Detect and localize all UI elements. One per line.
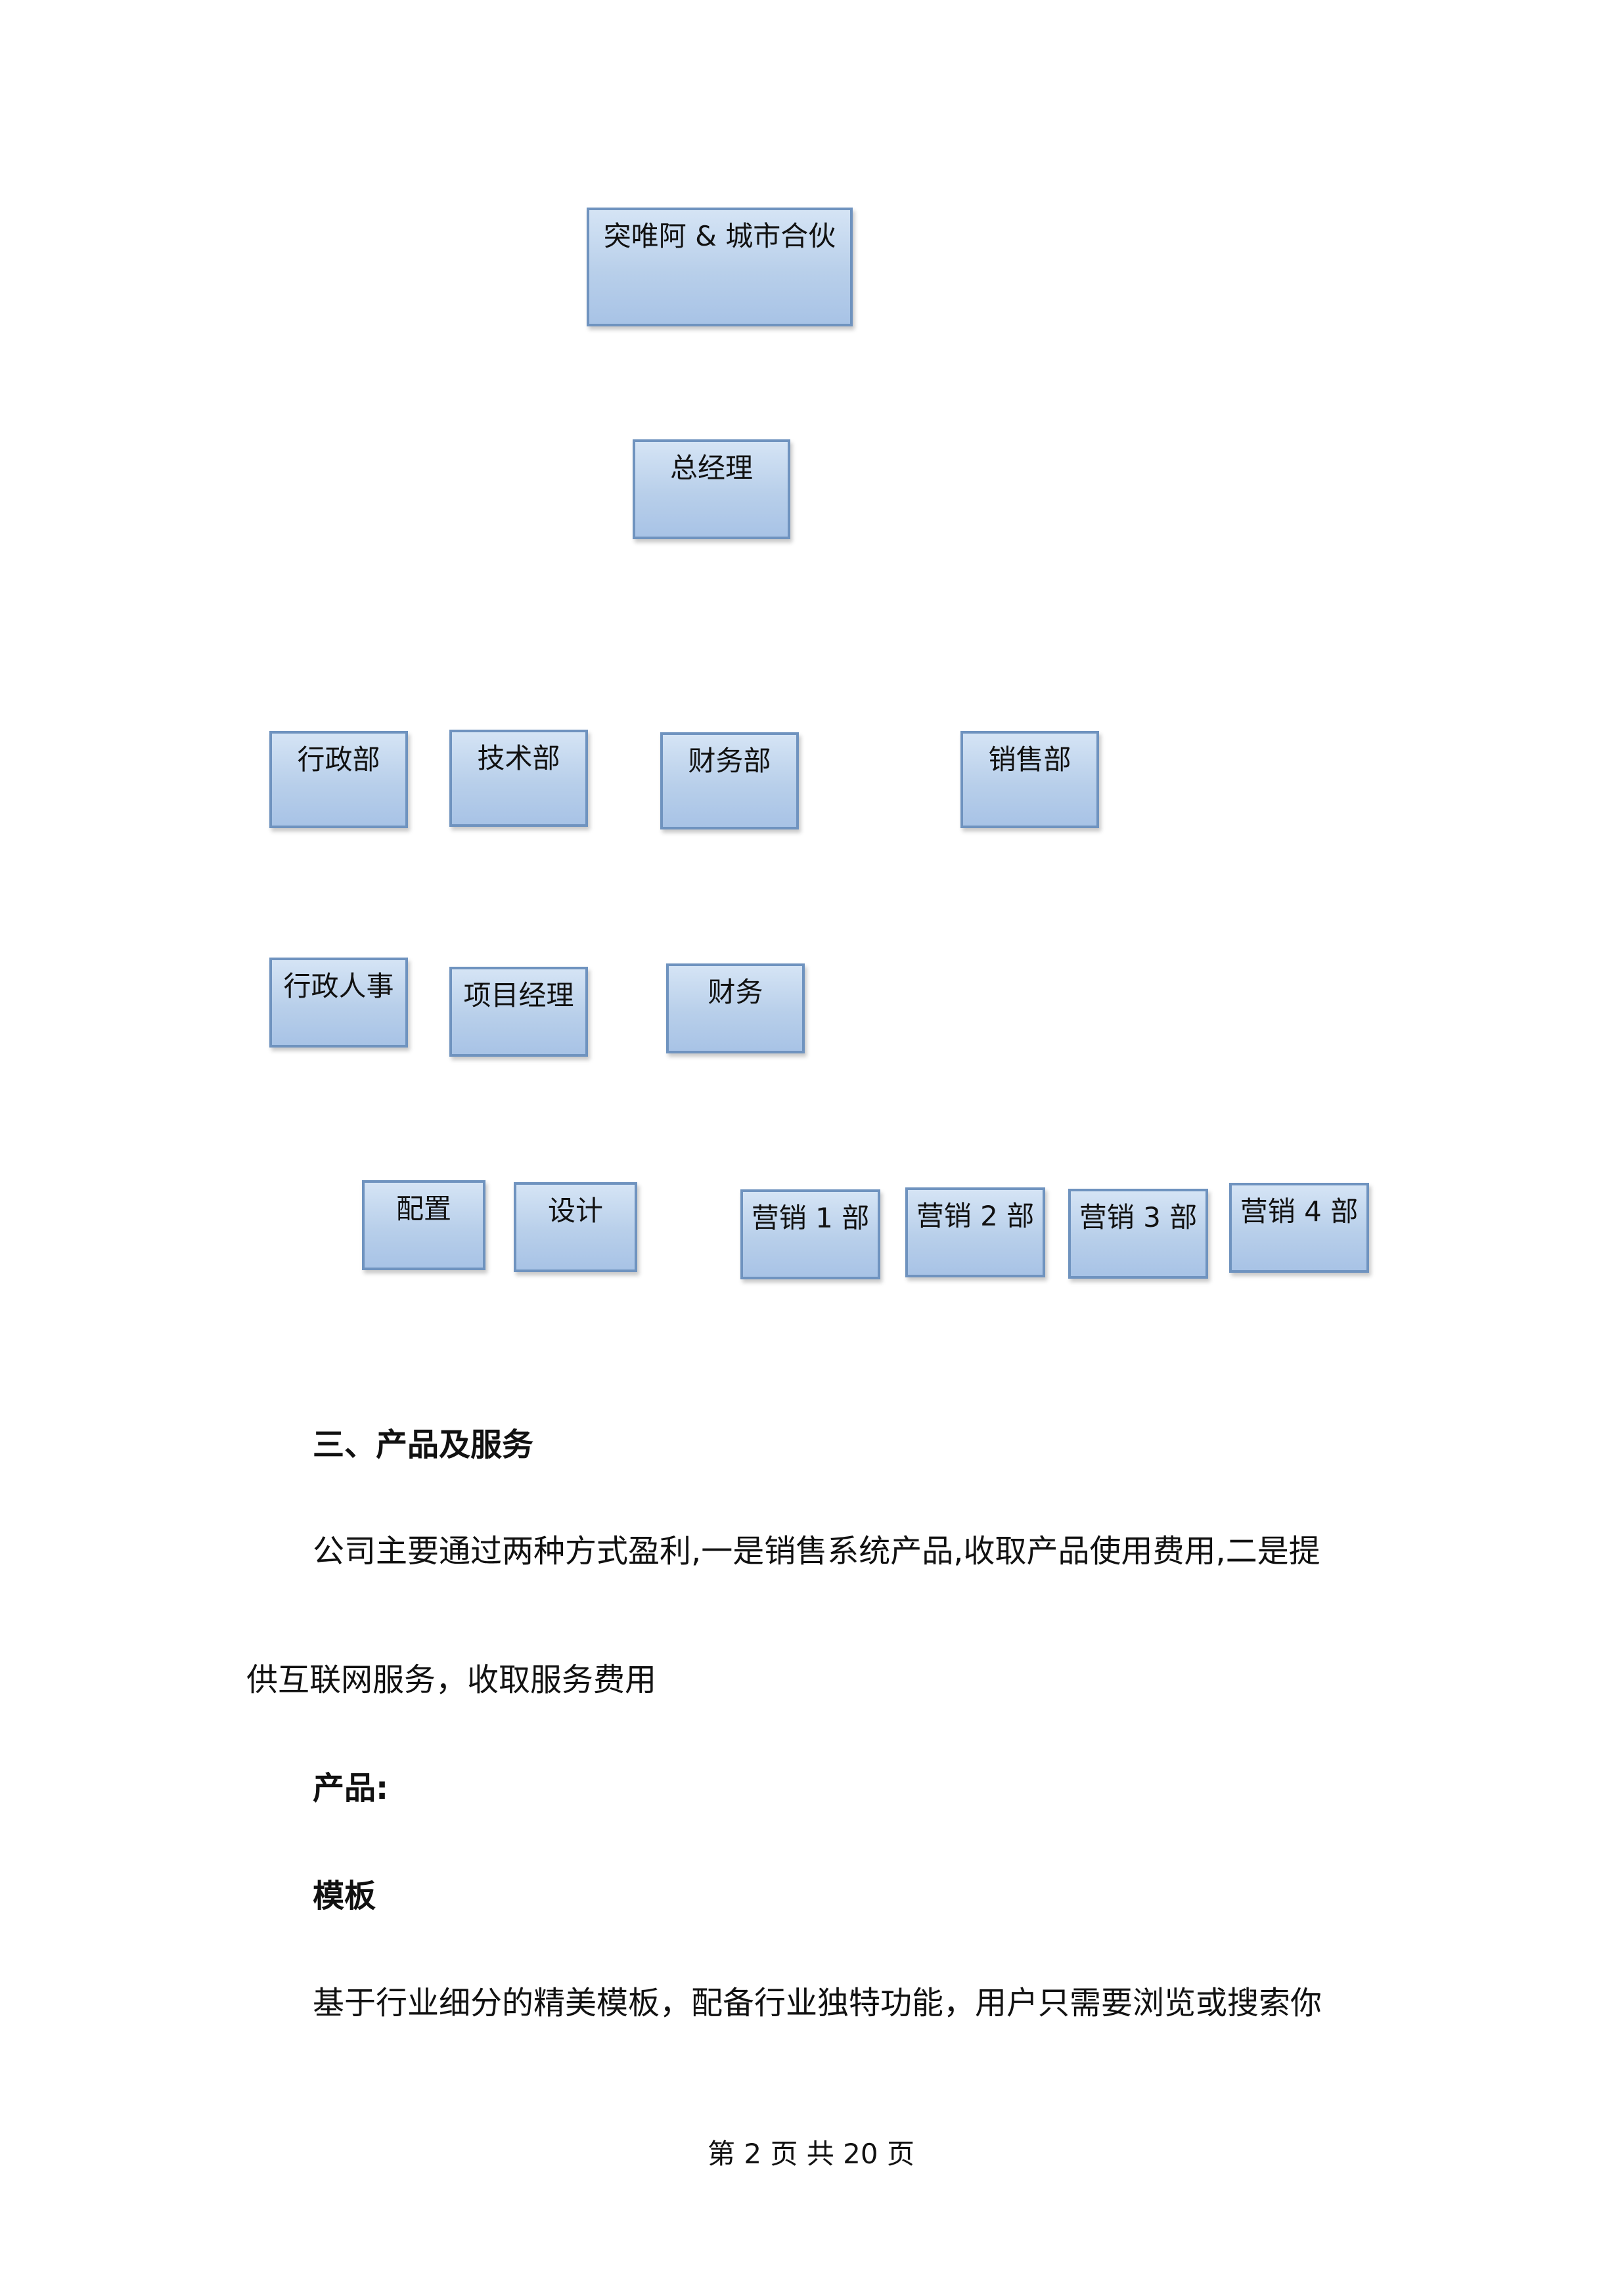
intro-line-2: 供互联网服务，收取服务费用 [246,1662,657,1698]
org-box-design: 设计 [514,1182,637,1272]
org-box-top: 突唯阿 & 城市合伙 [587,208,853,326]
org-box-tech-dept: 技术部 [449,730,588,827]
org-box-project-manager: 项目经理 [449,967,588,1057]
org-box-marketing-3: 营销 3 部 [1068,1189,1208,1279]
org-box-marketing-4: 营销 4 部 [1229,1183,1369,1273]
page-footer: 第 2 页 共 20 页 [708,2138,914,2170]
org-box-marketing-1: 营销 1 部 [740,1189,880,1279]
template-heading: 模板 [313,1878,376,1914]
org-box-sales-dept: 销售部 [960,731,1099,828]
products-label: 产品: [313,1770,389,1807]
org-box-marketing-2: 营销 2 部 [905,1187,1045,1277]
intro-line-1: 公司主要通过两种方式盈利,一是销售系统产品,收取产品使用费用,二是提 [313,1533,1320,1570]
org-box-finance-dept: 财务部 [660,732,799,829]
org-box-config: 配置 [362,1180,485,1270]
org-box-admin-dept: 行政部 [269,731,408,828]
org-box-finance: 财务 [666,963,805,1053]
section-heading: 三、产品及服务 [313,1426,534,1463]
org-box-admin-hr: 行政人事 [269,958,408,1048]
template-description: 基于行业细分的精美模板，配备行业独特功能，用户只需要浏览或搜索你 [313,1985,1322,2021]
org-box-general-manager: 总经理 [633,439,790,539]
